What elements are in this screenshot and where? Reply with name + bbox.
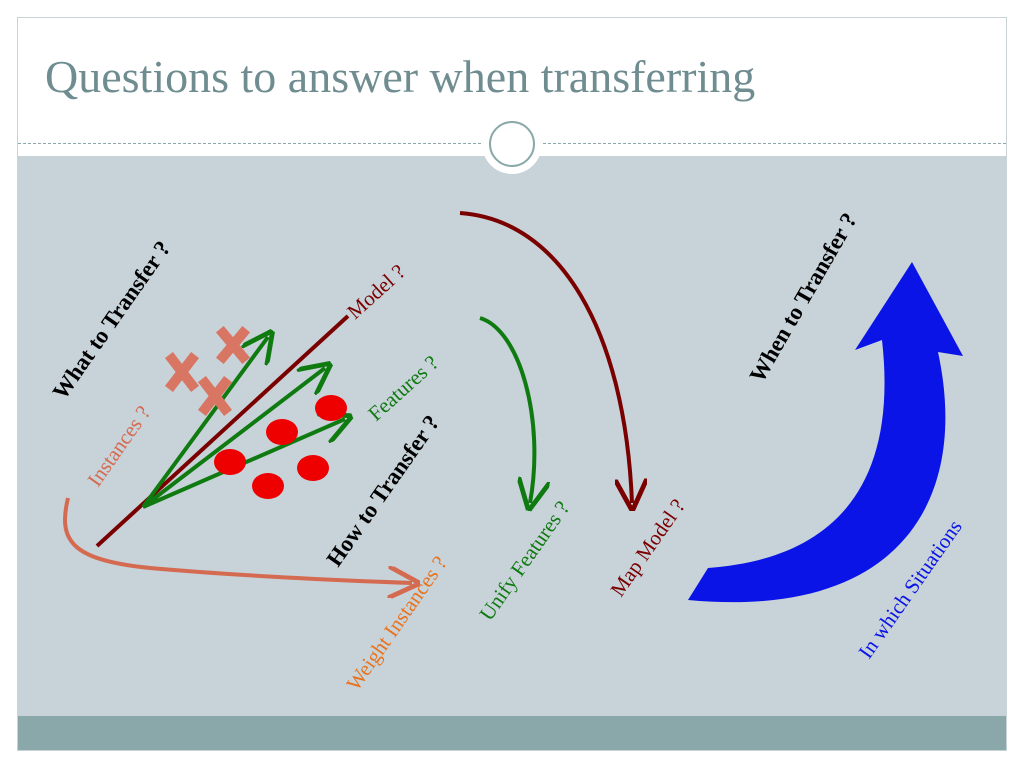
dot-icon <box>214 449 246 475</box>
slide-title: Questions to answer when transferring <box>45 51 756 102</box>
cross-mark-icon <box>215 325 251 365</box>
divider-knob-ring <box>489 121 535 167</box>
feature-vector-2 <box>141 368 325 509</box>
dot-icon <box>266 419 298 445</box>
dot-icon <box>252 473 284 499</box>
map-model-arrow <box>459 211 632 503</box>
feature-vector-1 <box>141 337 268 509</box>
features-label: Features ? <box>363 351 443 426</box>
unify-features-arrow <box>479 316 534 503</box>
what-to-transfer-label: What to Transfer ? <box>48 236 176 404</box>
dot-icon <box>297 455 329 481</box>
how-to-transfer-label: How to Transfer ? <box>322 411 445 571</box>
content-area <box>18 156 1006 716</box>
curved-arrow-icon <box>688 262 963 603</box>
cross-mark-icon <box>164 351 200 393</box>
unify-features-label: Unify Features ? <box>474 496 574 624</box>
model-label: Model ? <box>342 259 410 323</box>
cross-mark-icon <box>197 375 233 417</box>
weight-instances-label: Weight Instances ? <box>341 552 451 695</box>
footer-bar <box>18 716 1006 750</box>
model-line <box>95 314 350 548</box>
dot-icon <box>315 395 347 421</box>
when-to-transfer-label: When to Transfer ? <box>745 209 862 387</box>
instances-label: Instances ? <box>82 401 155 491</box>
weight-instances-arrow <box>63 497 412 583</box>
map-model-label: Map Model ? <box>605 494 690 600</box>
